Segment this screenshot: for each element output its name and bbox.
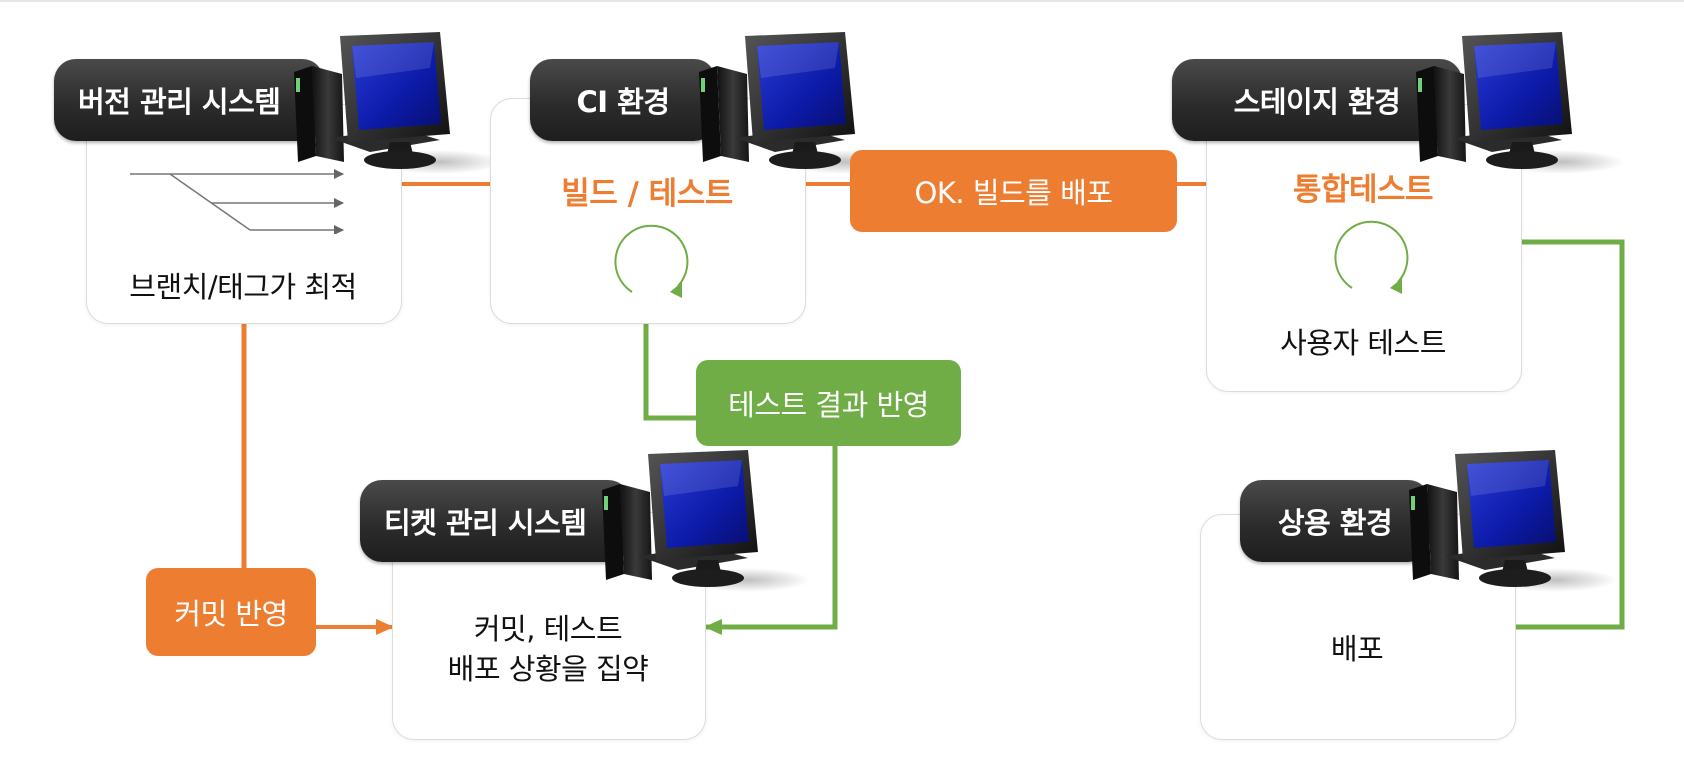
vcs-header: 버전 관리 시스템 xyxy=(54,59,324,141)
vcs-computer-icon xyxy=(290,30,505,185)
deploy-build-pill: OK. 빌드를 배포 xyxy=(850,150,1177,232)
ci-title: CI 환경 xyxy=(576,85,670,119)
stage-description: 사용자 테스트 xyxy=(1280,326,1446,360)
stage-integration-test-label: 통합테스트 xyxy=(1292,172,1434,208)
vcs-description: 브랜치/태그가 최적 xyxy=(129,270,357,304)
ticket-description-line1: 커밋, 테스트 xyxy=(473,612,623,646)
stage-header: 스테이지 환경 xyxy=(1172,59,1462,141)
stage-cycle-icon xyxy=(1334,220,1409,294)
ci-build-test-label: 빌드 / 테스트 xyxy=(561,176,733,212)
test-result-label: 테스트 결과 반영 xyxy=(728,388,929,422)
stage-title: 스테이지 환경 xyxy=(1233,85,1401,119)
stage-panel xyxy=(1206,104,1522,392)
ticket-header: 티켓 관리 시스템 xyxy=(360,480,630,562)
branch-icon xyxy=(130,169,344,234)
prod-header: 상용 환경 xyxy=(1240,480,1430,562)
stage-computer-icon xyxy=(1412,30,1627,185)
commit-reflect-pill: 커밋 반영 xyxy=(146,568,316,656)
commit-reflect-label: 커밋 반영 xyxy=(174,597,288,631)
prod-description: 배포 xyxy=(1330,632,1384,666)
top-divider xyxy=(0,0,1684,2)
ticket-description-line2: 배포 상황을 집약 xyxy=(447,652,649,686)
deploy-build-label: OK. 빌드를 배포 xyxy=(914,176,1113,210)
ci-header: CI 환경 xyxy=(530,59,716,141)
test-result-pill: 테스트 결과 반영 xyxy=(696,360,961,446)
ticket-computer-icon xyxy=(598,448,813,603)
vcs-title: 버전 관리 시스템 xyxy=(78,85,281,119)
ticket-title: 티켓 관리 시스템 xyxy=(384,506,587,540)
ci-cycle-icon xyxy=(614,224,689,298)
prod-computer-icon xyxy=(1405,448,1620,603)
line-ci-to-testresult xyxy=(643,322,702,421)
prod-title: 상용 환경 xyxy=(1277,506,1393,540)
arrow-testresult-to-ticket xyxy=(704,444,838,635)
